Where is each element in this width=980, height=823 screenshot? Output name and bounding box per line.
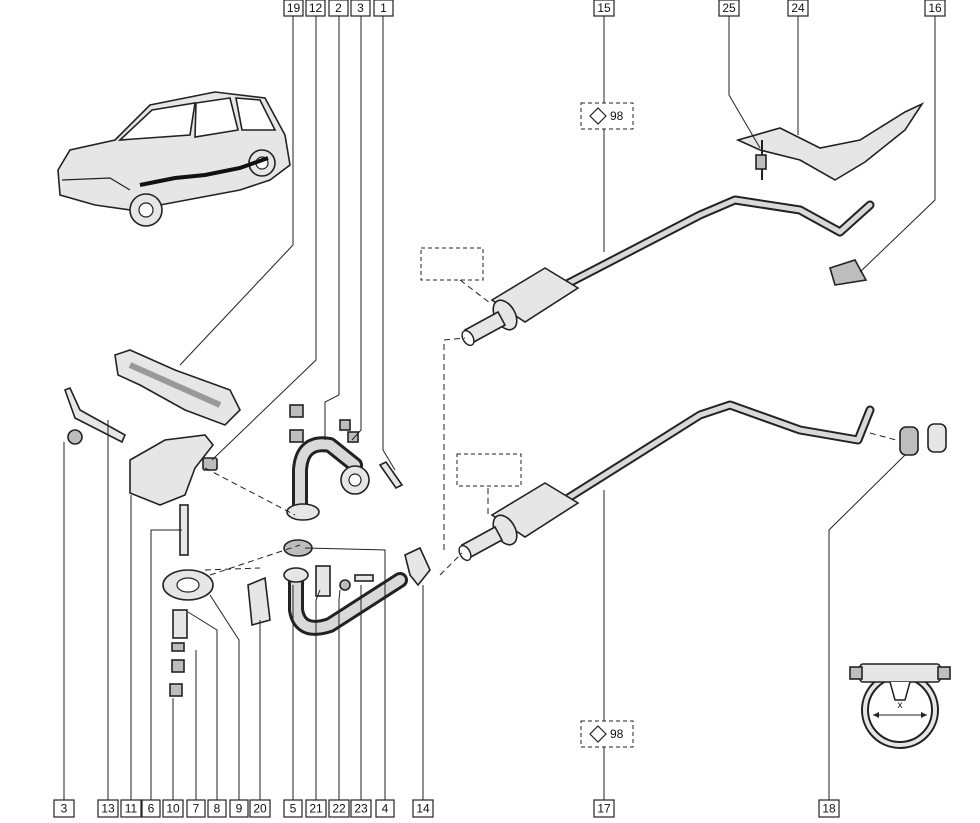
- callout-bottom: 9: [229, 799, 249, 818]
- svg-text:18: 18: [822, 802, 836, 816]
- callouts-top: 19 12 2 3 1 15 25 24 16: [283, 0, 946, 17]
- svg-text:21: 21: [309, 802, 323, 816]
- svg-text:23: 23: [354, 802, 368, 816]
- callout-top: 24: [787, 0, 809, 17]
- svg-text:14: 14: [416, 802, 430, 816]
- callouts-bottom: 3 13 11 6 10 7 8 9 20 5 21 22 23 4 14 17…: [53, 799, 840, 818]
- svg-text:3: 3: [357, 1, 364, 15]
- callout-bottom: 5: [283, 799, 303, 818]
- svg-text:22: 22: [332, 802, 346, 816]
- callout-bottom: 6: [141, 799, 161, 818]
- note-box-upper: [420, 247, 484, 281]
- clamp-detail: x: [849, 663, 951, 749]
- car-illustration: [57, 91, 291, 227]
- svg-text:16: 16: [928, 1, 942, 15]
- svg-text:6: 6: [148, 802, 155, 816]
- svg-text:2: 2: [335, 1, 342, 15]
- svg-text:8: 8: [214, 802, 221, 816]
- svg-text:1: 1: [380, 1, 387, 15]
- callout-top: 19: [283, 0, 304, 17]
- svg-text:15: 15: [597, 1, 611, 15]
- callout-top: 2: [328, 0, 349, 17]
- callout-top: 15: [593, 0, 615, 17]
- front-pipe-assembly: [283, 404, 431, 636]
- svg-text:4: 4: [382, 802, 389, 816]
- callout-bottom: 23: [350, 799, 372, 818]
- svg-text:5: 5: [290, 802, 297, 816]
- reference-label-top: 98: [610, 109, 624, 123]
- svg-text:3: 3: [61, 802, 68, 816]
- reference-box-bottom: 98: [580, 720, 634, 748]
- assembly-dashed-lines: [204, 279, 897, 576]
- svg-text:24: 24: [791, 1, 805, 15]
- svg-text:25: 25: [722, 1, 736, 15]
- heat-shield: [735, 102, 925, 181]
- callout-bottom: 7: [186, 799, 206, 818]
- callout-bottom: 3: [53, 799, 75, 818]
- callout-top: 1: [373, 0, 394, 17]
- svg-text:12: 12: [309, 1, 323, 15]
- callout-bottom: 22: [328, 799, 350, 818]
- note-box-lower: [456, 453, 522, 487]
- callout-bottom: 8: [207, 799, 227, 818]
- callout-bottom: 18: [818, 799, 840, 818]
- svg-text:19: 19: [287, 1, 301, 15]
- callout-bottom: 14: [412, 799, 434, 818]
- svg-text:10: 10: [166, 802, 180, 816]
- manifold-heat-shield: [114, 349, 241, 426]
- callout-top: 12: [305, 0, 326, 17]
- callout-bottom: 20: [249, 799, 271, 818]
- reference-box-top: 98: [580, 102, 634, 130]
- callout-top: 25: [718, 0, 740, 17]
- svg-text:20: 20: [253, 802, 267, 816]
- rear-silencer-assembly-lower: [458, 400, 947, 562]
- svg-text:7: 7: [193, 802, 200, 816]
- callout-bottom: 17: [593, 799, 615, 818]
- callout-bottom: 10: [162, 799, 184, 818]
- svg-text:9: 9: [236, 802, 243, 816]
- callout-top: 3: [350, 0, 371, 17]
- bracket-assembly: [63, 386, 218, 506]
- callout-bottom: 13: [97, 799, 119, 818]
- clamp-dimension-label: x: [898, 700, 903, 711]
- svg-text:11: 11: [125, 802, 138, 816]
- reference-label-bottom: 98: [610, 727, 624, 741]
- svg-text:13: 13: [101, 802, 115, 816]
- leader-lines: [63, 16, 936, 800]
- callout-top: 16: [924, 0, 946, 17]
- callout-bottom: 11: [120, 799, 142, 818]
- callout-bottom: 4: [375, 799, 395, 818]
- callout-bottom: 21: [305, 799, 327, 818]
- rear-silencer-assembly-upper: [461, 195, 875, 347]
- flange-and-spring-assembly: [162, 504, 271, 697]
- svg-text:17: 17: [597, 802, 611, 816]
